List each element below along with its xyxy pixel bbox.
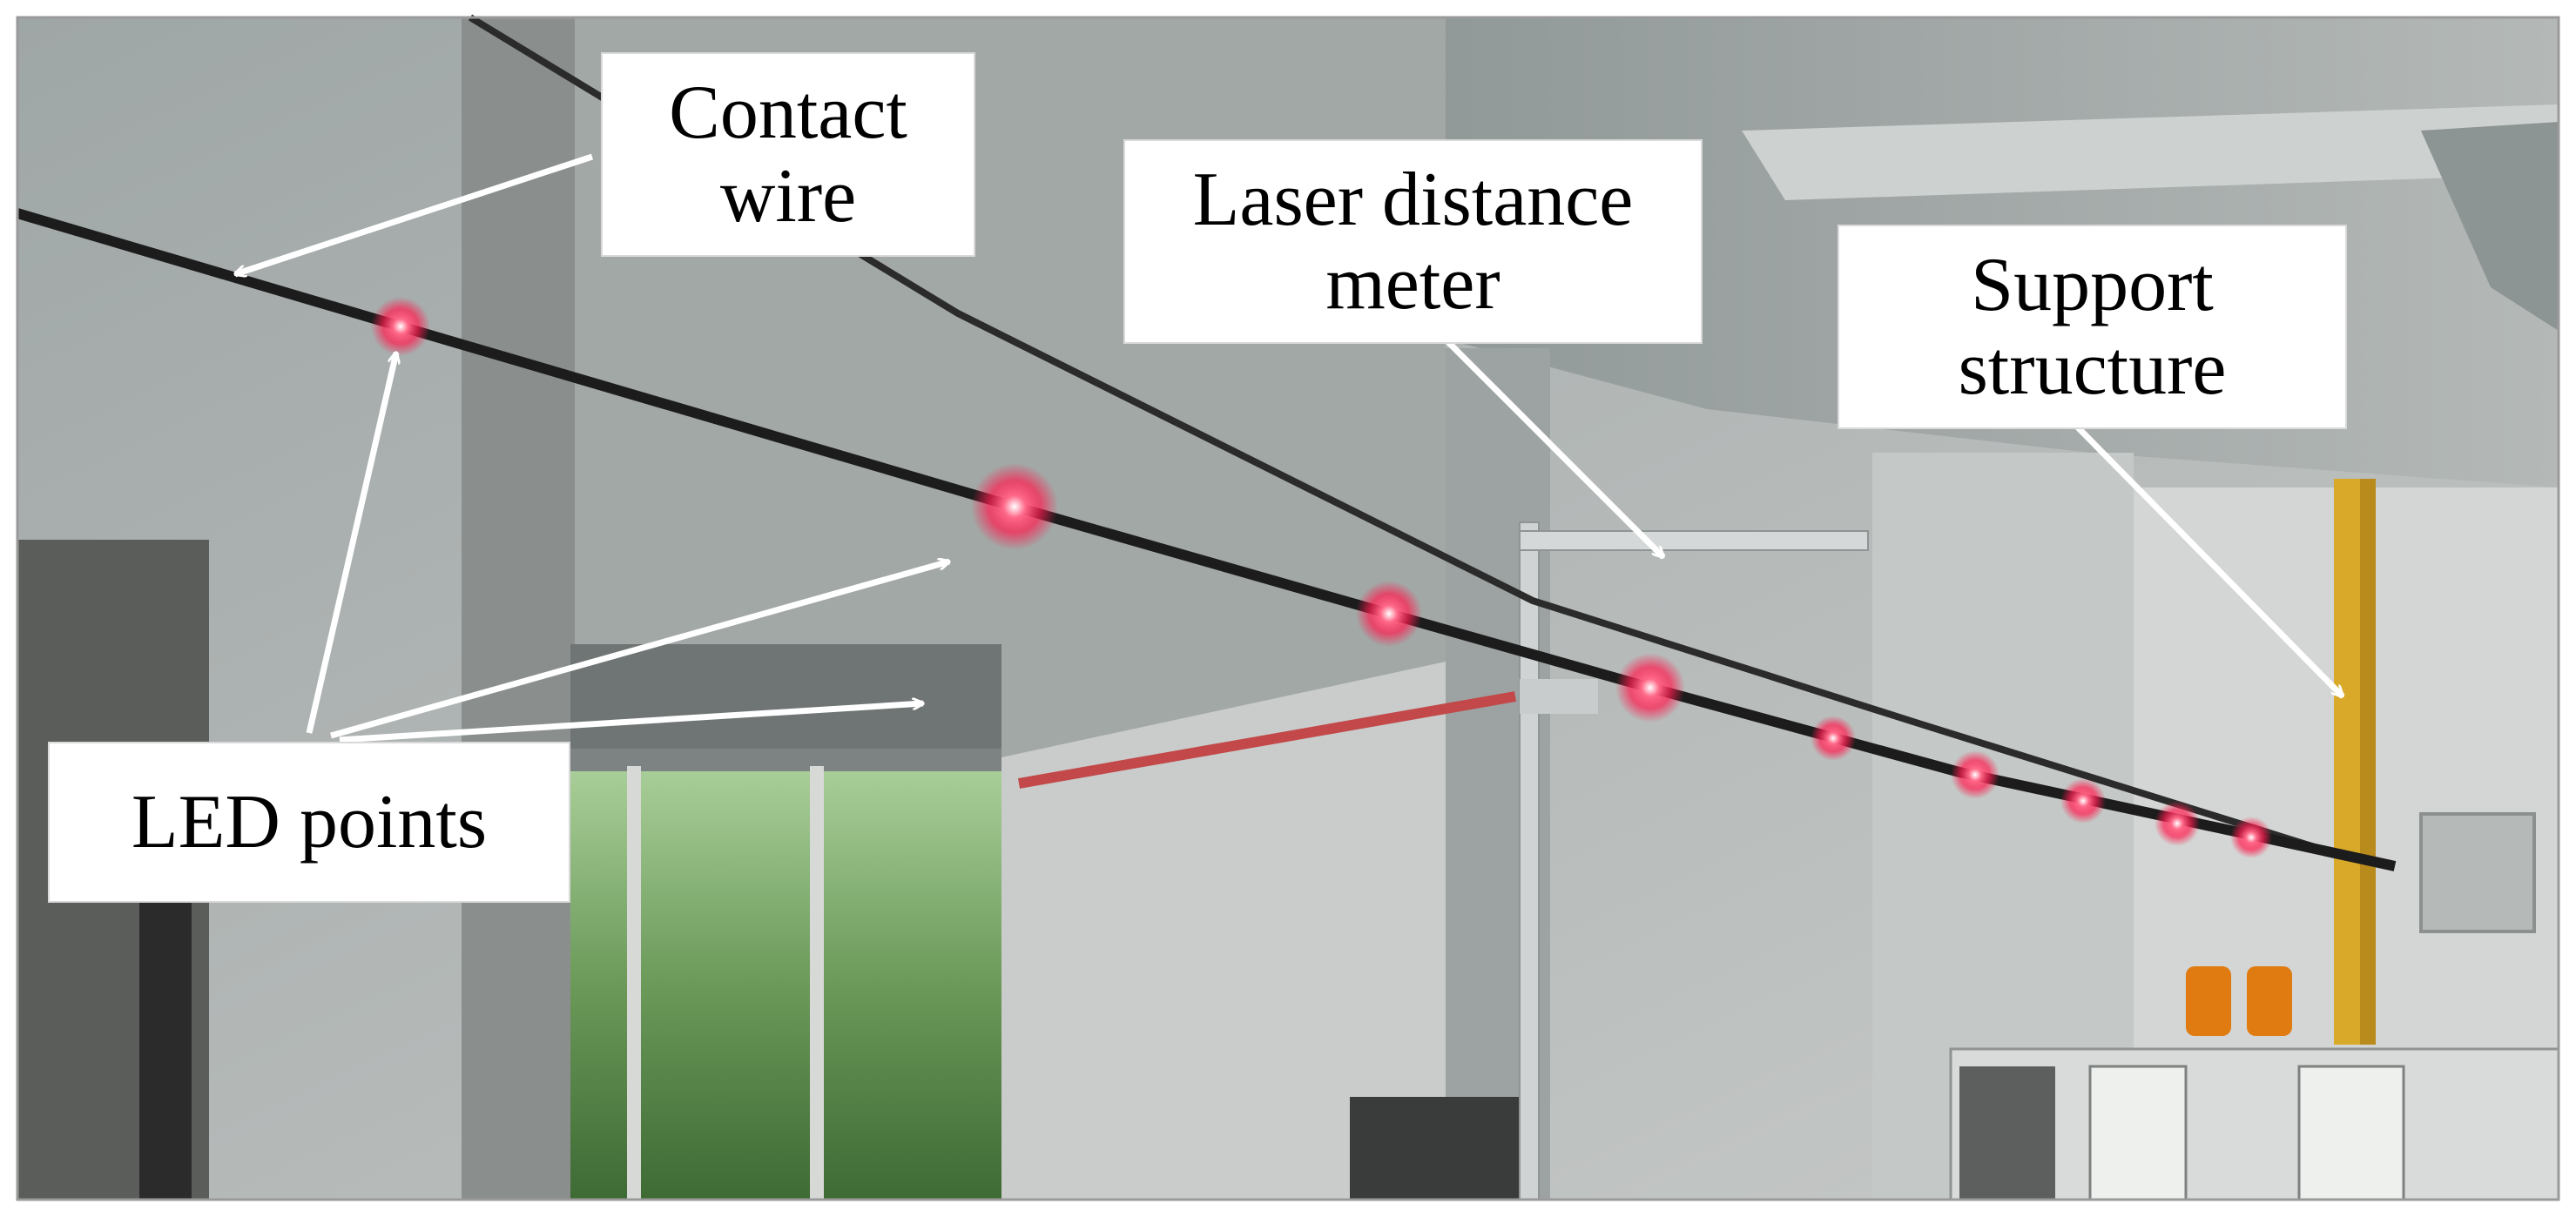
window <box>570 766 1001 1200</box>
led-point <box>371 297 430 356</box>
window-mullion-2 <box>810 766 824 1200</box>
led-point <box>2060 778 2106 824</box>
warning-lamp-1 <box>2186 966 2231 1036</box>
meter-frame-horizontal <box>1519 530 1869 551</box>
label-contact-wire: Contact wire <box>601 52 975 257</box>
arrow-contact-wire <box>235 153 594 274</box>
led-point <box>971 463 1058 550</box>
rack-panel-1 <box>1959 1066 2055 1200</box>
led-points <box>371 297 2272 858</box>
led-point <box>1811 716 1856 761</box>
label-laser-distance-meter-text: Laser distance meter <box>1192 158 1634 326</box>
led-point <box>2155 801 2200 846</box>
support-pole-shade <box>2360 479 2376 1045</box>
rack-panel-3 <box>2297 1065 2405 1201</box>
ceiling-beam-2 <box>2421 122 2559 331</box>
arrow-led-2 <box>330 561 949 739</box>
meter-frame-bracket <box>1520 679 1598 714</box>
comb-rack <box>1350 1097 1533 1200</box>
label-laser-distance-meter: Laser distance meter <box>1123 139 1703 344</box>
window-frame-top <box>570 749 1001 771</box>
window-lintel <box>570 644 1001 749</box>
ceiling-beam <box>1742 104 2559 200</box>
arrow-led-1 <box>306 353 396 734</box>
left-cabinet-lever <box>139 871 192 1200</box>
warning-lamp-2 <box>2247 966 2292 1036</box>
arrow-laser-meter <box>1439 333 1663 557</box>
arrow-support-structure <box>2074 424 2343 696</box>
left-column <box>462 17 575 1200</box>
electrical-box <box>2419 812 2536 933</box>
label-support-structure: Support structure <box>1838 225 2347 429</box>
label-led-points-text: LED points <box>131 779 488 864</box>
label-contact-wire-text: Contact wire <box>669 71 907 239</box>
label-led-points: LED points <box>48 742 570 903</box>
led-point <box>1356 581 1422 647</box>
led-point <box>1615 653 1685 723</box>
meter-frame-vertical <box>1519 521 1540 1200</box>
window-mullion-1 <box>627 766 641 1200</box>
laser-beam <box>1017 691 1517 789</box>
label-support-structure-text: Support structure <box>1958 243 2227 411</box>
photo-border <box>16 16 2560 1201</box>
led-point <box>1951 750 1999 799</box>
mid-wall-light <box>1001 662 1446 1200</box>
arrow-led-3 <box>339 703 923 743</box>
annotation-arrows <box>235 153 2343 743</box>
rack-panel-2 <box>2088 1065 2188 1201</box>
led-point <box>2230 817 2272 858</box>
